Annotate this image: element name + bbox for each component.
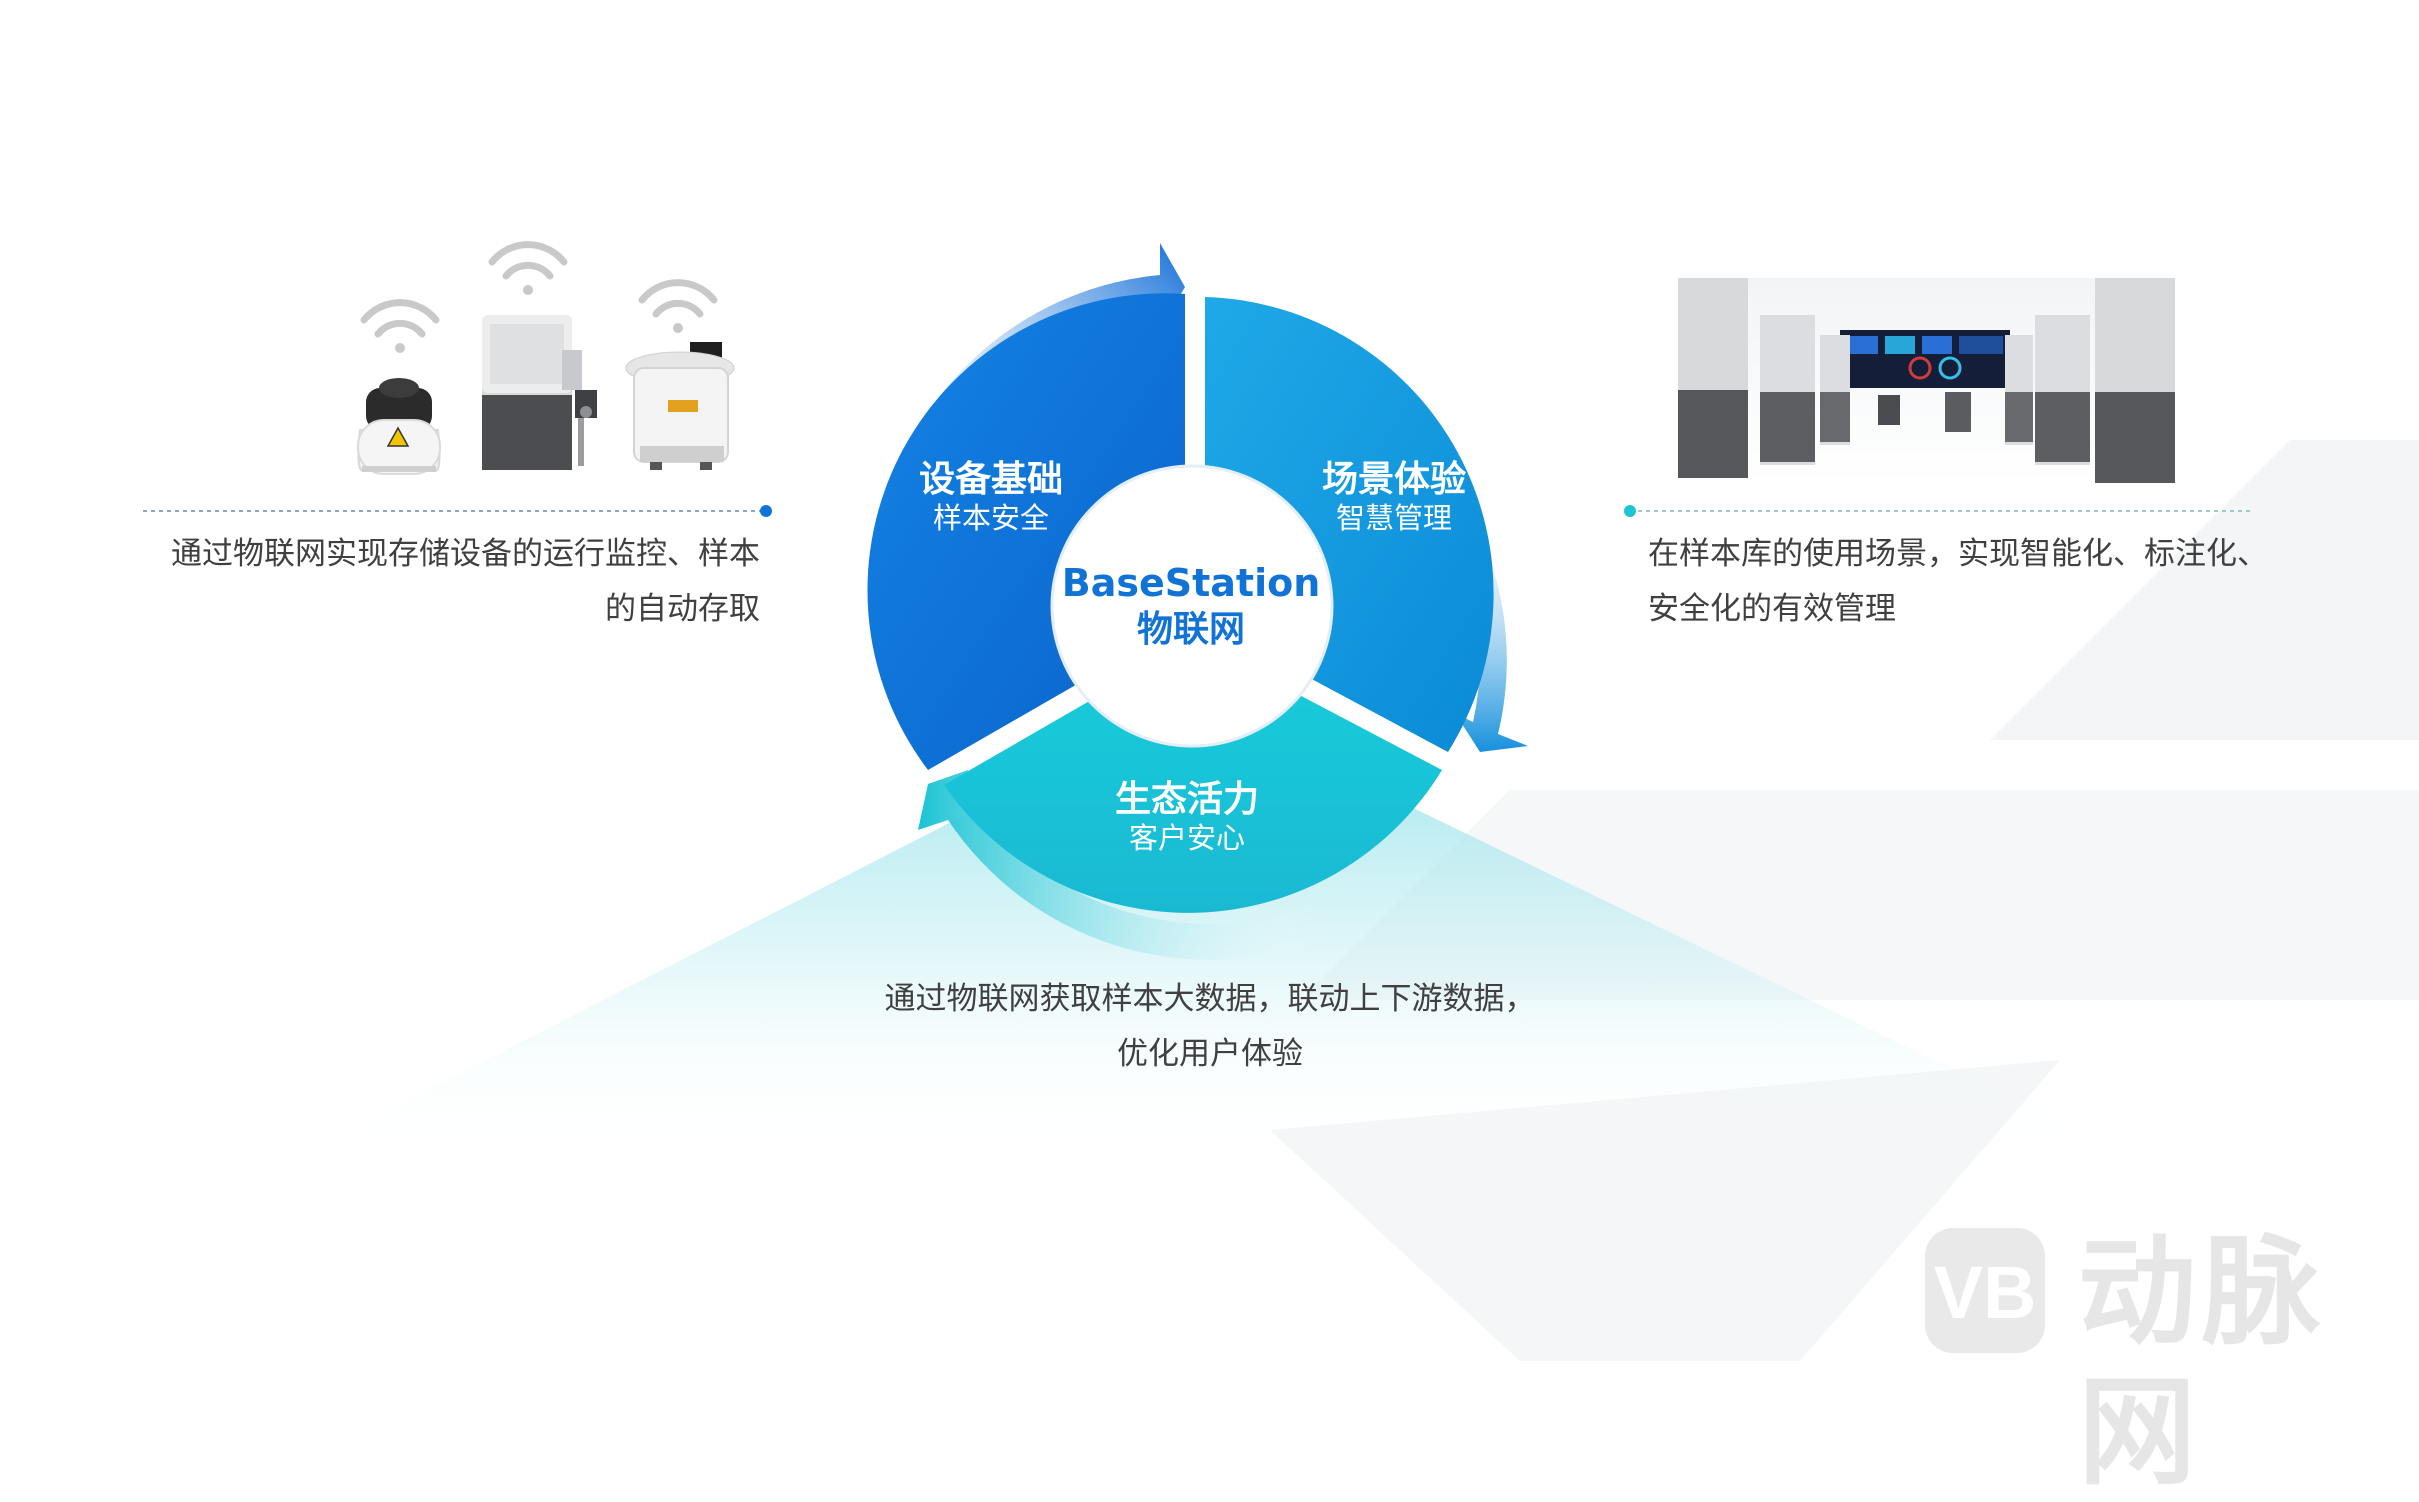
bottom-description: 通过物联网获取样本大数据，联动上下游数据， 优化用户体验: [860, 972, 1560, 1082]
right-connector-dot: [1624, 505, 1636, 517]
hub-title: BaseStation: [1061, 561, 1321, 605]
description-line: 安全化的有效管理: [1648, 591, 1896, 627]
hub-circle: [1050, 464, 1334, 748]
segment-title-ecosystem: 生态活力: [1114, 779, 1259, 820]
description-line: 优化用户体验: [1117, 1036, 1303, 1072]
cryo-dewar-image: [357, 378, 441, 475]
segment-subtitle-ecosystem: 客户安心: [1128, 821, 1245, 855]
segment-subtitle-device-base: 样本安全: [932, 501, 1049, 535]
segment-title-device-base: 设备基础: [918, 459, 1063, 500]
background-canvas: VB: [143, 241, 2419, 1353]
wifi-icon: [638, 279, 718, 333]
description-line: 通过物联网获取样本大数据，联动上下游数据，: [884, 981, 1536, 1017]
svg-text:VB: VB: [1934, 1251, 2037, 1334]
bg-shape: [1990, 440, 2419, 740]
cryo-freezer-image: [625, 342, 735, 470]
segment-subtitle-scene-experience: 智慧管理: [1335, 501, 1452, 535]
left-description: 通过物联网实现存储设备的运行监控、样本 的自动存取: [150, 527, 760, 637]
vb-logo-icon: VB: [1925, 1228, 2045, 1353]
description-line: 的自动存取: [605, 591, 760, 627]
description-line: 通过物联网实现存储设备的运行监控、样本: [171, 536, 760, 572]
right-description: 在样本库的使用场景，实现智能化、标注化、 安全化的有效管理: [1648, 527, 2268, 637]
description-line: 在样本库的使用场景，实现智能化、标注化、: [1648, 536, 2268, 572]
biobank-warehouse-photo: [1678, 278, 2175, 483]
watermark-text: 动脉网: [2078, 1223, 2327, 1501]
cycle-arrow-right: [1421, 470, 1528, 752]
left-connector-dot: [760, 505, 772, 517]
segment-ecosystem: [944, 640, 1442, 913]
segment-title-scene-experience: 场景体验: [1321, 459, 1466, 500]
wifi-icon: [360, 299, 440, 353]
storage-cabinet-image: [482, 315, 597, 470]
device-photo-group: [357, 241, 735, 475]
wifi-icon: [488, 241, 568, 295]
hub-subtitle: 物联网: [1136, 609, 1245, 650]
